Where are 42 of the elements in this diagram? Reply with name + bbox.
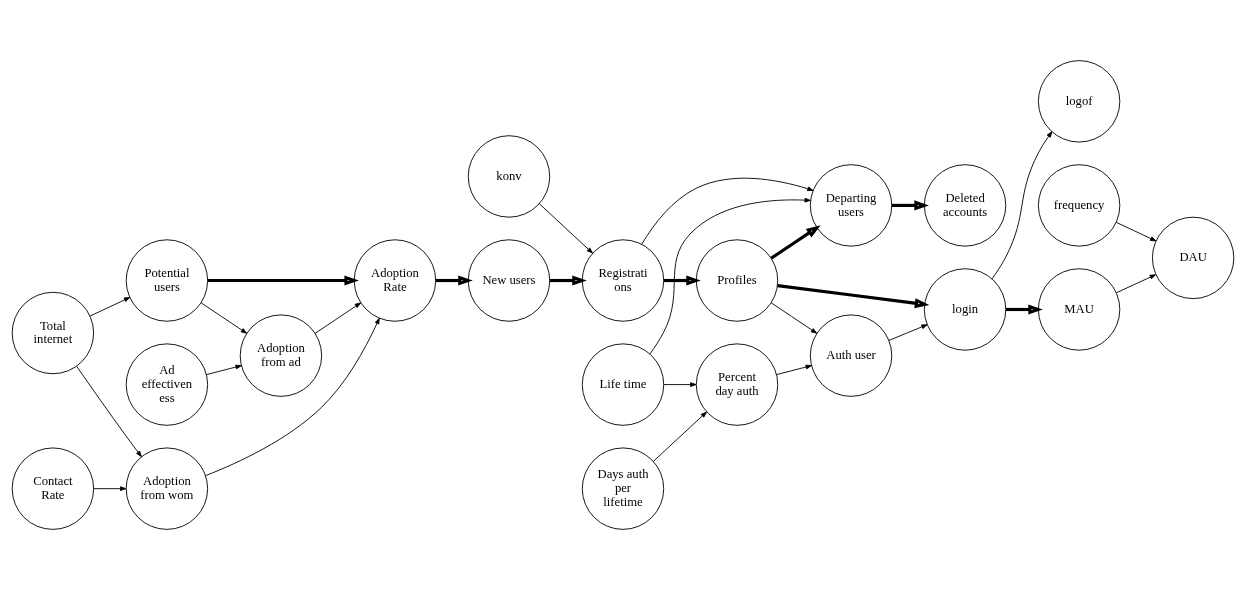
node-circle: Life time [581, 343, 665, 426]
arrow [1116, 222, 1157, 242]
arrow [649, 197, 811, 355]
node-circle: Percent day auth [695, 343, 779, 426]
node-circle: Departing users [809, 164, 893, 247]
arrow [641, 177, 814, 245]
arrow [93, 486, 127, 491]
node-circle: logof [1037, 60, 1121, 143]
node-circle: Days auth per lifetime [581, 447, 665, 530]
arrow [538, 203, 593, 254]
node-circle: konv [467, 135, 551, 218]
arrow [770, 225, 821, 260]
arrow [652, 411, 707, 462]
arrow [663, 382, 697, 387]
node-circle: Ad effectiven ess [125, 343, 209, 426]
node-circle: Registrati ons [581, 239, 665, 322]
arrow [76, 365, 142, 458]
arrow [206, 364, 242, 376]
arrow [888, 324, 928, 341]
arrow [1116, 274, 1157, 294]
arrow [200, 302, 248, 334]
arrow [89, 297, 131, 317]
node-circle: MAU [1037, 268, 1121, 351]
node-circle: Contact Rate [11, 447, 95, 530]
arrow [207, 275, 359, 286]
node-circle: Total internet [11, 291, 95, 375]
arrow [777, 284, 930, 309]
node-circle: Profiles [695, 239, 779, 322]
arrow [776, 364, 812, 376]
node-circle: frequency [1037, 164, 1121, 247]
arrow [891, 200, 929, 211]
node-circle: New users [467, 239, 551, 322]
arrow [770, 302, 818, 334]
node-circle: login [923, 268, 1007, 351]
arrow [435, 275, 473, 286]
arrow [1005, 304, 1043, 315]
arrow [549, 275, 587, 286]
arrow [663, 275, 701, 286]
arrow [205, 317, 380, 477]
arrow [314, 302, 362, 334]
arrow [991, 131, 1053, 280]
node-circle: Deleted accounts [923, 164, 1007, 247]
